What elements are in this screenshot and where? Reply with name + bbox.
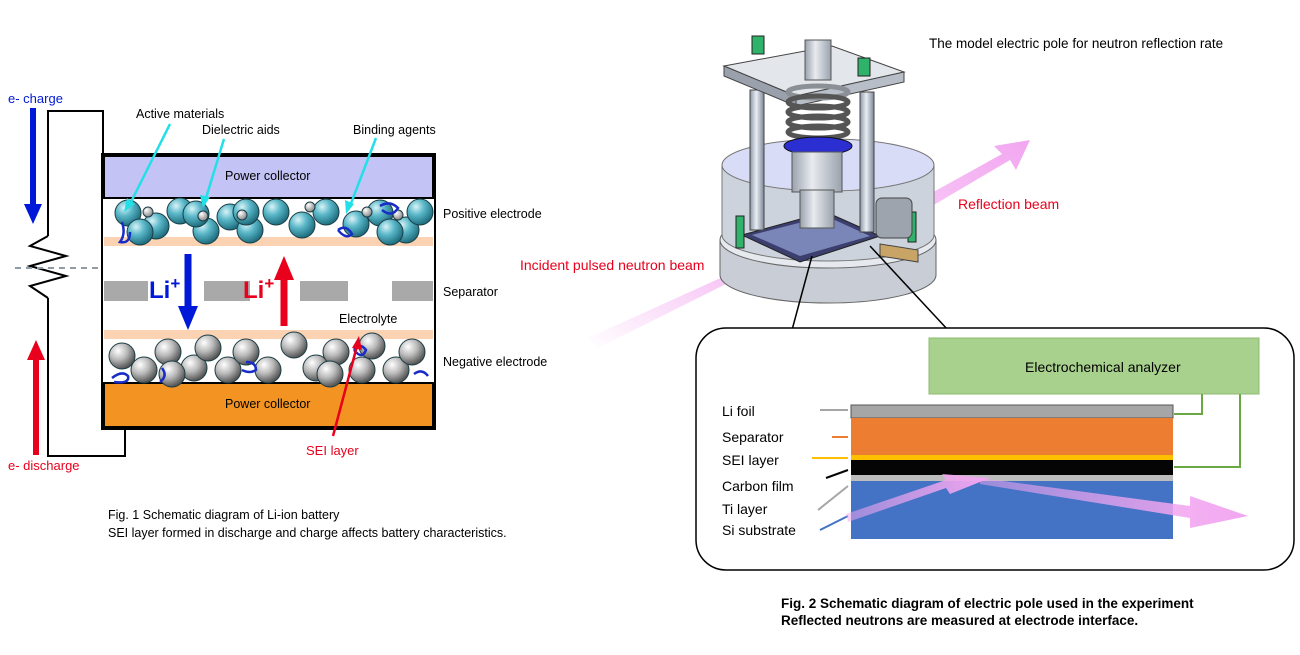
graphite-particle [316,360,344,388]
analyzer-label: Electrochemical analyzer [1025,359,1181,375]
dielectric-aid-particle [361,206,373,218]
circuit-wire [47,298,126,457]
fig2-electric-pole [588,35,1295,571]
graphite-particle [214,356,242,384]
active-material-particle [262,198,290,226]
reflection-beam-label: Reflection beam [958,196,1060,212]
active-materials-label: Active materials [136,107,225,121]
layer-li-foil [850,404,1174,419]
inner-reflected-beam [980,478,1248,528]
spring [785,83,851,141]
graphite-particle [232,338,260,366]
layer-label-si: Si substrate [722,522,796,538]
dielectric-aid-particle [304,201,316,213]
li-down-arrowhead [178,306,198,330]
circuit-wire [47,110,104,236]
positive-electrode-label: Positive electrode [443,207,542,221]
layer-label-li-foil: Li foil [722,403,755,419]
layer-si-substrate [851,481,1173,539]
positive-electrode-particles [114,197,434,246]
leader-carbon [825,469,849,479]
power-collector-top [103,155,434,199]
dielectric-aid-particle [197,210,209,222]
graphite-particle [280,331,308,359]
graphite-particle [254,356,282,384]
inner-incident-beam [846,474,990,522]
negative-interlayer [104,330,433,339]
pointer-active [128,123,172,205]
bolt [751,35,765,55]
pillar [749,89,765,231]
layer-carbon [851,460,1173,475]
dielectric-aids-label: Dielectric aids [202,123,280,137]
incident-beam-label: Incident pulsed neutron beam [520,257,705,273]
li-ion-label-blue: Li+ [149,274,181,304]
active-material-particle [406,198,434,226]
li-up-arrowhead [274,256,294,280]
active-material-particle [288,211,316,239]
graphite-particle [154,338,182,366]
layer-separator [851,418,1173,455]
negative-electrode-label: Negative electrode [443,355,548,369]
graphite-particle [108,342,136,370]
positive-interlayer [104,237,433,246]
layer-label-sei: SEI layer [722,452,779,468]
discharge-arrowhead [27,340,45,360]
fig1-caption-line1: Fig. 1 Schematic diagram of Li-ion batte… [108,508,340,522]
electrolyte-label: Electrolyte [339,312,398,326]
dielectric-aid-particle [142,206,154,218]
dielectric-aid-particle [236,209,248,221]
layer-ti [851,475,1173,481]
side-connector [875,197,913,239]
pointer-dielectric [204,138,226,199]
graphite-particle [194,334,222,362]
separator-label: Separator [443,285,498,299]
active-material-particle [376,218,404,246]
binding-agents [111,202,429,384]
negative-electrode-particles [108,331,426,388]
resistor-symbol [26,235,70,299]
active-material-particle [312,198,340,226]
sei-layer-label: SEI layer [306,443,359,458]
active-material-particle [126,218,154,246]
analyzer-wire [1174,394,1203,415]
binding-agents-label: Binding agents [353,123,436,137]
callout-line [791,255,813,331]
pointer-sei [331,345,359,437]
graphite-particle [130,356,158,384]
analyzer-wire [1174,394,1241,468]
power-collector-bottom-label: Power collector [225,397,311,411]
graphite-particle [348,356,376,384]
layer-label-ti: Ti layer [722,501,768,517]
layer-label-carbon: Carbon film [722,478,794,494]
separator [104,281,433,301]
electrochemical-analyzer [928,337,1260,395]
charge-arrowhead [24,204,42,224]
li-ion-label-red: Li+ [243,274,275,304]
piston [791,151,843,193]
callout-line [869,245,949,331]
fig2-title: The model electric pole for neutron refl… [929,36,1224,51]
graphite-particle [158,360,186,388]
incident-beam [588,240,790,348]
power-collector-top-label: Power collector [225,169,311,183]
fig1-caption-line2: SEI layer formed in discharge and charge… [108,526,507,540]
graphite-particle [398,338,426,366]
discharge-label: e- discharge [8,458,80,473]
charge-label: e- charge [8,91,63,106]
leader-ti [817,485,849,511]
layer-label-separator: Separator [722,429,784,445]
leader-si [819,515,849,531]
graphite-particle [382,356,410,384]
fig1-battery [15,108,436,457]
fig2-caption-line1: Fig. 2 Schematic diagram of electric pol… [781,596,1194,611]
layer-sei [851,455,1173,460]
pointer-binder [348,137,378,207]
fig2-caption-line2: Reflected neutrons are measured at elect… [781,613,1139,628]
